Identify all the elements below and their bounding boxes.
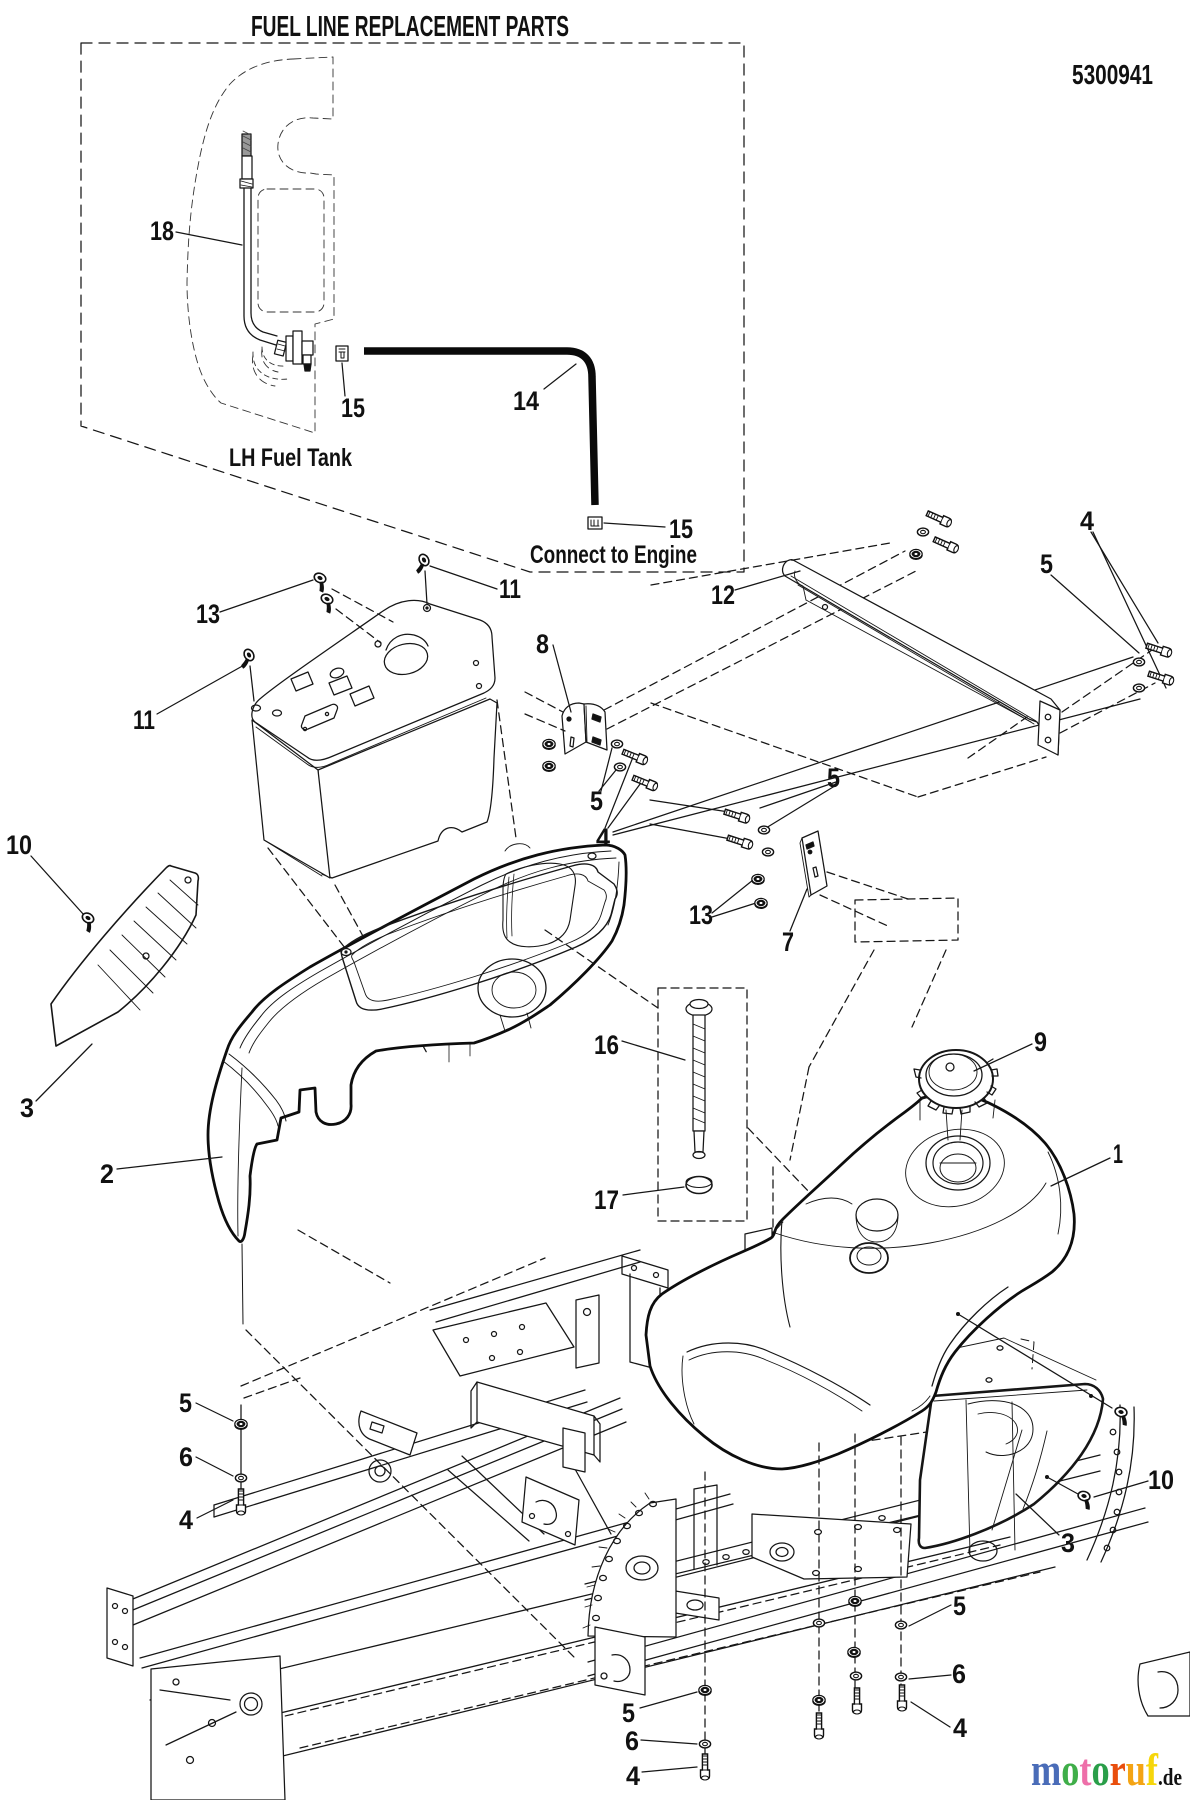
svg-text:17: 17 xyxy=(594,1185,619,1215)
svg-text:5300941: 5300941 xyxy=(1072,59,1153,90)
svg-text:12: 12 xyxy=(711,580,735,610)
svg-text:LH Fuel Tank: LH Fuel Tank xyxy=(229,444,352,472)
svg-text:9: 9 xyxy=(1034,1027,1047,1057)
svg-text:16: 16 xyxy=(594,1030,619,1060)
svg-text:FUEL LINE REPLACEMENT PARTS: FUEL LINE REPLACEMENT PARTS xyxy=(251,11,569,43)
svg-text:3: 3 xyxy=(20,1093,34,1123)
svg-text:7: 7 xyxy=(782,927,794,957)
svg-text:1: 1 xyxy=(1113,1139,1123,1169)
svg-text:13: 13 xyxy=(196,599,220,629)
svg-text:15: 15 xyxy=(669,514,693,544)
svg-text:4: 4 xyxy=(953,1713,967,1743)
svg-text:5: 5 xyxy=(179,1388,192,1418)
svg-text:10: 10 xyxy=(6,830,32,860)
svg-text:5: 5 xyxy=(1040,549,1053,579)
svg-text:5: 5 xyxy=(622,1698,635,1728)
svg-text:10: 10 xyxy=(1148,1465,1174,1495)
svg-text:Connect to Engine: Connect to Engine xyxy=(530,541,697,569)
svg-text:18: 18 xyxy=(150,216,174,246)
svg-text:4: 4 xyxy=(626,1761,640,1791)
svg-text:6: 6 xyxy=(625,1726,639,1756)
svg-text:4: 4 xyxy=(179,1505,193,1535)
svg-text:15: 15 xyxy=(341,393,365,423)
svg-text:motoruf: motoruf xyxy=(1031,1744,1159,1795)
svg-text:8: 8 xyxy=(536,629,549,659)
svg-text:6: 6 xyxy=(952,1659,966,1689)
svg-text:11: 11 xyxy=(499,574,521,604)
svg-text:2: 2 xyxy=(100,1159,114,1189)
svg-text:4: 4 xyxy=(1080,506,1094,536)
svg-text:5: 5 xyxy=(590,786,603,816)
svg-text:11: 11 xyxy=(133,705,155,735)
svg-text:5: 5 xyxy=(953,1591,966,1621)
svg-text:13: 13 xyxy=(689,900,713,930)
svg-text:6: 6 xyxy=(179,1442,193,1472)
svg-text:3: 3 xyxy=(1061,1528,1075,1558)
svg-text:.de: .de xyxy=(1158,1765,1182,1791)
svg-text:14: 14 xyxy=(513,386,539,416)
